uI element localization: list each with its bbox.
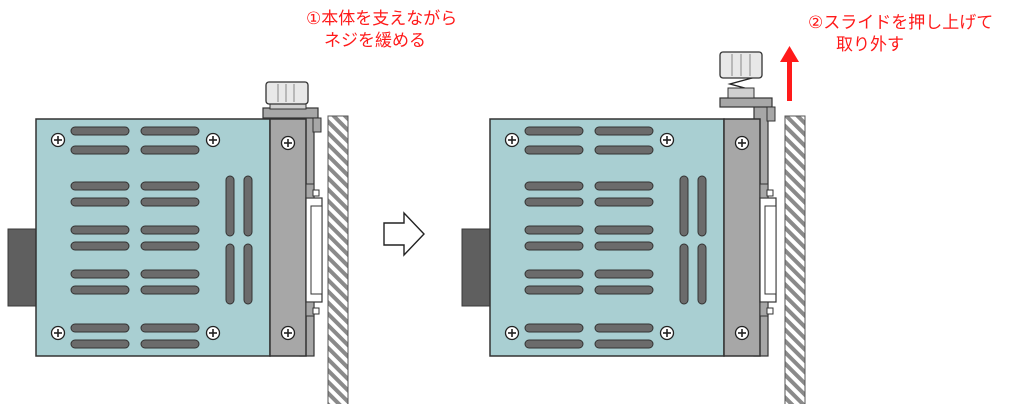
step1-knob-screw bbox=[265, 81, 309, 110]
step1-caption-line1: ①本体を支えながら bbox=[306, 9, 458, 29]
right-hollow-arrow-icon bbox=[383, 211, 425, 257]
step2-knob-screw-lifted bbox=[719, 51, 763, 99]
step1-wall bbox=[327, 115, 349, 404]
step2-device bbox=[462, 119, 724, 356]
step2-caption: ②スライドを押し上げて 取り外す bbox=[808, 12, 993, 56]
step1-caption: ①本体を支えながら ネジを緩める bbox=[306, 8, 457, 52]
up-arrow-icon bbox=[780, 46, 799, 101]
step2-caption-line1: ②スライドを押し上げて bbox=[808, 13, 994, 33]
step1-bracket bbox=[262, 107, 322, 356]
step2-caption-line2: 取り外す bbox=[836, 35, 904, 55]
step2-bracket bbox=[719, 97, 776, 356]
step1-caption-line2: ネジを緩める bbox=[324, 31, 426, 51]
step1-device bbox=[8, 119, 270, 356]
step2-wall bbox=[784, 115, 806, 404]
